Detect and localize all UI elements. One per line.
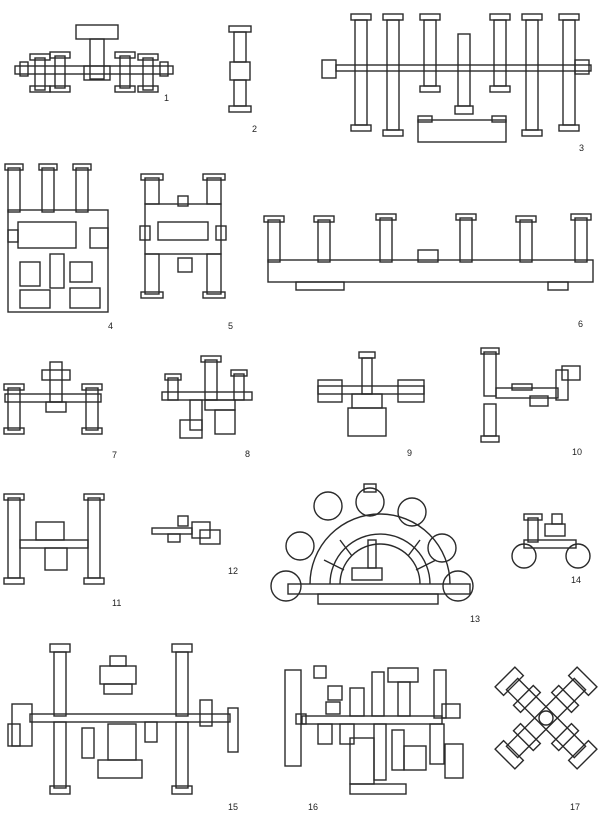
figure-number-9: 9 bbox=[407, 448, 412, 458]
figure-number-3: 3 bbox=[579, 143, 584, 153]
figure-number-2: 2 bbox=[252, 124, 257, 134]
plan-11 bbox=[3, 493, 105, 585]
plan-4 bbox=[4, 163, 109, 313]
plan-10 bbox=[480, 347, 581, 443]
plan-5 bbox=[139, 173, 227, 299]
plan-13 bbox=[270, 483, 474, 605]
figure-number-6: 6 bbox=[578, 319, 583, 329]
plan-7 bbox=[3, 361, 103, 435]
figure-number-8: 8 bbox=[245, 449, 250, 459]
figure-number-7: 7 bbox=[112, 450, 117, 460]
figure-number-1: 1 bbox=[164, 93, 169, 103]
plan-9 bbox=[317, 351, 425, 437]
plan-2 bbox=[228, 25, 252, 113]
plan-17 bbox=[494, 666, 598, 770]
figure-number-15: 15 bbox=[228, 802, 238, 812]
figure-number-10: 10 bbox=[572, 447, 582, 457]
plan-14 bbox=[511, 513, 591, 569]
figure-number-16: 16 bbox=[308, 802, 318, 812]
plan-16 bbox=[284, 665, 464, 795]
figure-number-5: 5 bbox=[228, 321, 233, 331]
figure-number-4: 4 bbox=[108, 321, 113, 331]
plan-6 bbox=[263, 213, 594, 291]
plan-12 bbox=[151, 515, 221, 545]
figure-number-13: 13 bbox=[470, 614, 480, 624]
plan-8 bbox=[161, 355, 253, 439]
figure-number-12: 12 bbox=[228, 566, 238, 576]
figure-number-17: 17 bbox=[570, 802, 580, 812]
figure-number-14: 14 bbox=[571, 575, 581, 585]
plan-15 bbox=[7, 643, 239, 795]
figure-number-11: 11 bbox=[112, 598, 121, 608]
plan-3 bbox=[321, 13, 592, 143]
plan-1 bbox=[14, 24, 174, 93]
